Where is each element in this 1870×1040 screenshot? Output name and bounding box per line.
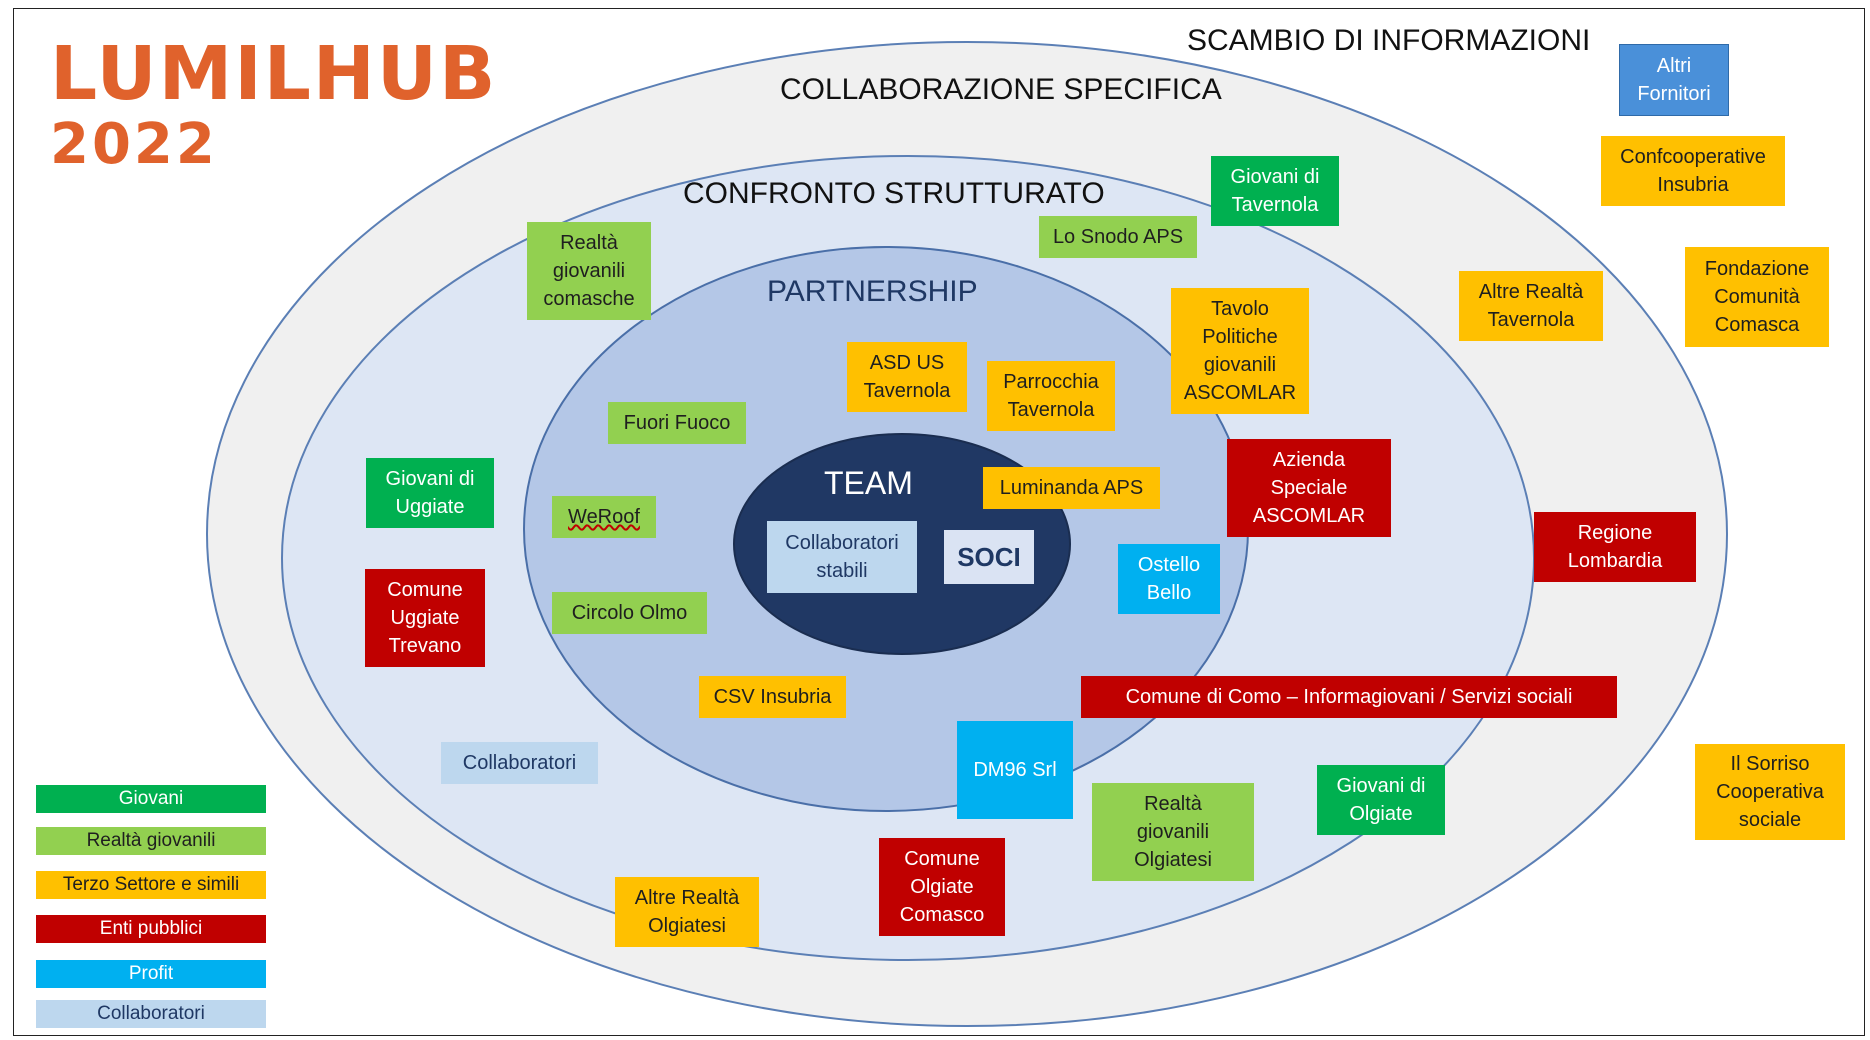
node-dm96-srl: DM96 Srl [957, 721, 1073, 819]
node-lo-snodo: Lo Snodo APS [1039, 216, 1197, 258]
node-comune-como: Comune di Como – Informagiovani / Serviz… [1081, 676, 1617, 718]
ring-label-collaborazione: COLLABORAZIONE SPECIFICA [780, 73, 1222, 106]
ring-label-scambio: SCAMBIO DI INFORMAZIONI [1187, 24, 1591, 57]
legend-realta-giovanili: Realtà giovanili [36, 827, 266, 855]
logo-year: 2022 [50, 112, 218, 177]
legend-terzo-settore: Terzo Settore e simili [36, 871, 266, 899]
node-csv-insubria: CSV Insubria [699, 676, 846, 718]
diagram-frame [13, 8, 1865, 1036]
legend-profit: Profit [36, 960, 266, 988]
node-soci: SOCI [944, 530, 1034, 584]
ring-label-confronto: CONFRONTO STRUTTURATO [683, 177, 1105, 210]
legend-collaboratori: Collaboratori [36, 1000, 266, 1028]
node-fuori-fuoco: Fuori Fuoco [608, 402, 746, 444]
ring-label-partnership: PARTNERSHIP [767, 275, 978, 308]
legend-giovani: Giovani [36, 785, 266, 813]
legend-enti-pubblici: Enti pubblici [36, 915, 266, 943]
node-luminanda-aps: Luminanda APS [983, 467, 1160, 509]
lumilhub-logo: LUMILHUB 2022 [50, 34, 497, 176]
ring-label-team: TEAM [824, 465, 913, 501]
node-circolo-olmo: Circolo Olmo [552, 592, 707, 634]
node-collaboratori: Collaboratori [441, 742, 598, 784]
node-weroof: WeRoof [552, 496, 656, 538]
logo-wordmark: LUMILHUB [50, 31, 498, 117]
